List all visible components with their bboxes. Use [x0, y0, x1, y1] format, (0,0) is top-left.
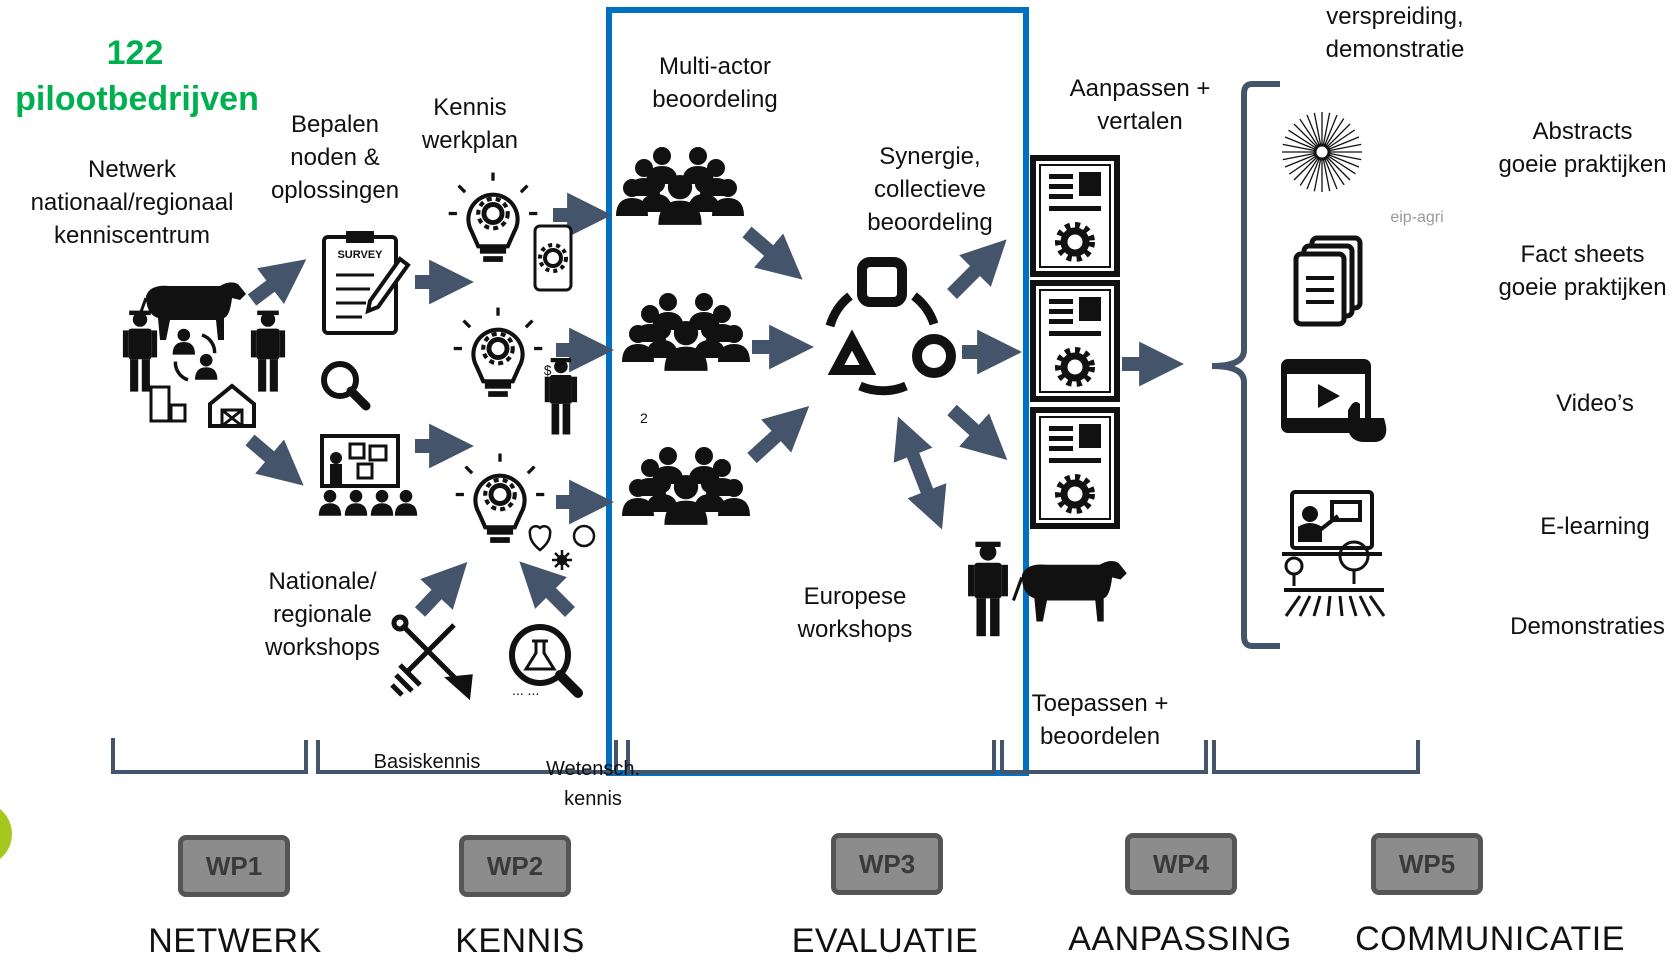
label-synergie: Synergie, collectieve beoordeling	[867, 143, 993, 236]
phase-communicatie: COMMUNICATIE	[1355, 920, 1625, 958]
people-group-icon-3	[622, 447, 750, 525]
wp1-badge: WP1	[178, 835, 290, 897]
wp2-badge: WP2	[459, 835, 571, 897]
document-gear-icon	[1033, 158, 1117, 274]
network-cluster-icon	[122, 280, 286, 428]
label-elearning: E-learning	[1540, 513, 1650, 540]
label-basiskennis: Basiskennis	[373, 751, 481, 773]
survey-clipboard-icon	[322, 231, 411, 335]
label-videos: Video’s	[1556, 390, 1634, 417]
label-europese: Europese workshops	[797, 583, 913, 643]
wp4-badge: WP4	[1125, 833, 1237, 895]
phone-gear-icon	[533, 224, 573, 292]
synergy-cycle-icon	[825, 257, 956, 396]
field-trees-icon	[1284, 540, 1386, 617]
farmer-icon-2	[968, 541, 1008, 637]
phase-kennis: KENNIS	[455, 922, 585, 960]
video-click-icon	[1281, 359, 1387, 442]
label-aanpassen: Aanpassen + vertalen	[1069, 75, 1211, 135]
pilot-label: pilootbedrijven	[15, 80, 259, 118]
phase-netwerk: NETWERK	[148, 922, 322, 960]
tools-icon	[390, 614, 473, 701]
lightbulb-gear-icon	[449, 173, 538, 262]
health-globe-icons	[528, 524, 596, 570]
label-wetensch: Wetensch. kennis	[545, 758, 641, 810]
label-abstracts: Abstracts goeie praktijken	[1498, 118, 1667, 178]
flow-arrows	[245, 192, 1184, 617]
survey-label: SURVEY	[337, 249, 383, 261]
people-group-icon-2	[622, 293, 750, 371]
evaluatie-highlight-box	[606, 7, 1029, 776]
eip-agri-text: eip-agri	[1390, 209, 1444, 226]
farmer-icon	[122, 310, 158, 392]
label-multi-actor: Multi-actor beoordeling	[652, 53, 778, 113]
pilot-count: 122	[106, 34, 164, 72]
feedback-double-arrow	[893, 416, 947, 530]
label-demonstraties: Demonstraties	[1510, 613, 1665, 640]
advisor-icon	[250, 310, 286, 392]
milk-products-icon	[149, 385, 187, 423]
communicatie-brace	[1211, 81, 1280, 649]
wp5-badge: WP5	[1371, 833, 1483, 895]
elearning-icon	[1282, 490, 1382, 556]
label-nationale: Nationale/ regionale workshops	[265, 568, 380, 661]
workshop-board-icon	[318, 434, 418, 516]
phase-evaluatie: EVALUATIE	[791, 922, 979, 960]
label-toepassen: Toepassen + beoordelen	[1031, 690, 1169, 750]
decor-circle	[0, 809, 12, 859]
svg-text:$: $	[544, 363, 552, 378]
lightbulb-gear-icon-2	[454, 308, 543, 397]
document-gear-icon-3	[1033, 410, 1117, 526]
phase-aanpassing: AANPASSING	[1068, 920, 1292, 958]
people-group-icon	[616, 147, 744, 225]
stray-digit: 2	[640, 410, 648, 426]
document-gear-icon-2	[1033, 283, 1117, 399]
label-bepalen: Bepalen noden & oplossingen	[270, 111, 400, 204]
wp3-badge: WP3	[831, 833, 943, 895]
wp-brackets	[111, 738, 1420, 774]
science-magnifier-icon: ... ...	[509, 624, 583, 698]
label-verspreiding: verspreiding, demonstratie	[1325, 3, 1465, 63]
barn-icon	[208, 383, 256, 428]
documents-icon	[1293, 235, 1363, 327]
cow-icon-2	[1011, 559, 1129, 624]
label-netwerk: Netwerk nationaal/regionaal kenniscentru…	[30, 156, 234, 249]
label-factsheets: Fact sheets goeie praktijken	[1498, 241, 1667, 301]
magnifier-icon	[321, 361, 371, 411]
finance-family-icon: $	[544, 358, 578, 435]
label-kennis-werkplan: Kennis werkplan	[421, 94, 519, 154]
people-exchange-icon	[172, 328, 218, 382]
eip-agri-logo-icon	[1274, 104, 1370, 200]
svg-text:... ...: ... ...	[512, 682, 539, 698]
